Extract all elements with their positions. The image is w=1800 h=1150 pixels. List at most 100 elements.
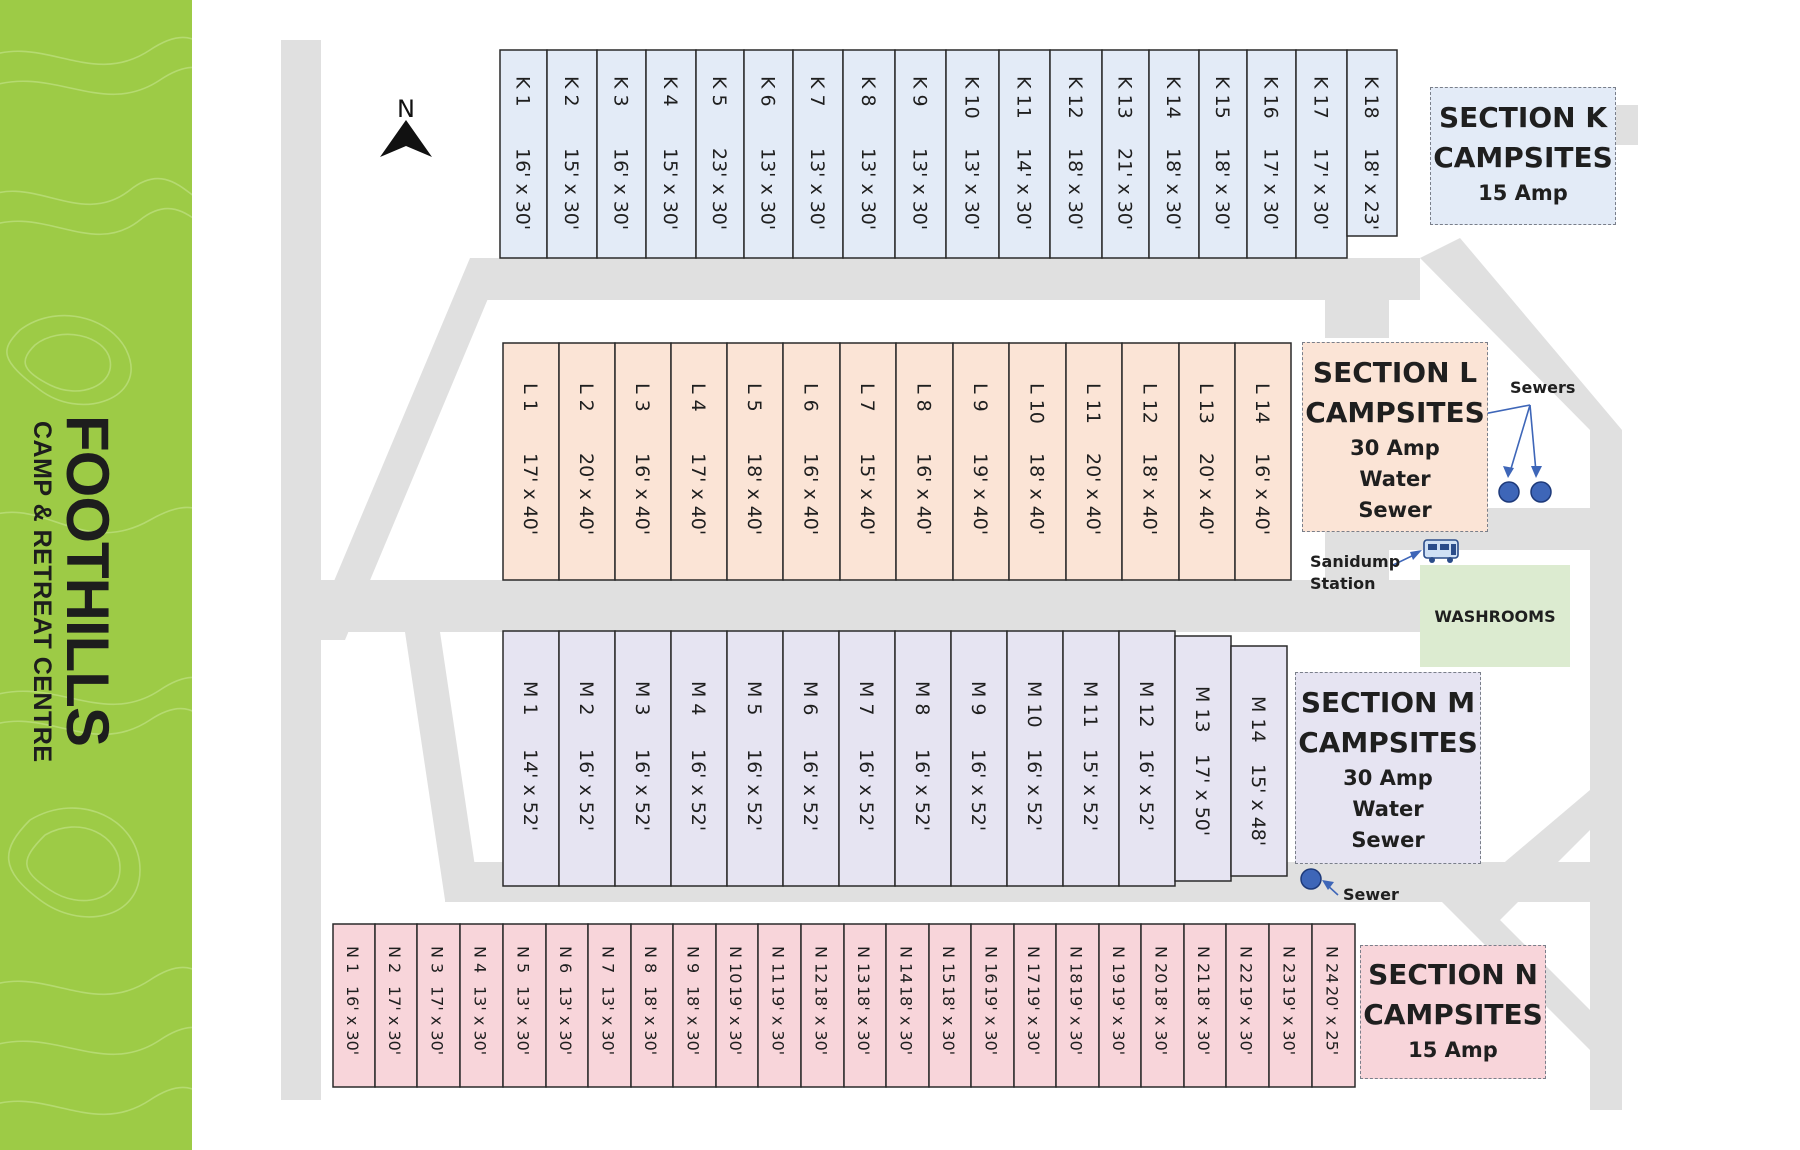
campsite-plot [1013,923,1057,1088]
campsite-id: N 4 [471,946,490,973]
campsite-plot [672,923,717,1088]
campsite-plot [1049,49,1103,259]
campsite-id: L 10 [1026,383,1048,424]
campsite-id: K 5 [708,76,730,107]
sewer-label: Sewer [1343,885,1399,904]
campsite-plot [630,923,674,1088]
campsite-plot [757,923,802,1088]
sewer-arrow-head-2 [1503,466,1514,478]
campsite-plot [670,630,728,887]
campsite-id: N 3 [428,946,447,973]
section-n-detail: 15 Amp [1408,1038,1498,1062]
campsite-id: M 14 [1247,696,1269,743]
campsite-size: 16' x 40' [1251,453,1273,535]
campsite-l11: L 11 20' x 40' [1065,342,1123,581]
campsite-plot [587,923,632,1088]
campsite-id: N 10 [726,946,745,983]
campsite-plot [1346,49,1398,237]
section-l-sites: L 117' x 40'L 220' x 40'L 316' x 40'L 41… [502,342,1292,581]
road-west [281,40,321,1100]
campsite-plot [970,923,1015,1088]
campsite-k9: K 913' x 30' [894,49,947,259]
campsite-size: 13' x 30' [514,986,533,1055]
sewer-arrow-line-3 [1529,404,1537,473]
campsite-plot [842,49,896,259]
campsite-plot [928,923,972,1088]
campsite-size: 19' x 30' [1280,986,1299,1055]
campsite-id: K 4 [659,76,681,107]
campsite-m7: M 716' x 52' [838,630,896,887]
campsite-id: L 11 [1082,383,1104,424]
campsite-size: 18' x 30' [1194,986,1213,1055]
campsite-m3: M 316' x 52' [614,630,672,887]
campsite-id: M 13 [1191,686,1213,733]
campsite-size: 19' x 30' [726,986,745,1055]
campsite-m5: M 516' x 52' [726,630,784,887]
campsite-id: L 12 [1139,383,1161,424]
section-k-detail: 15 Amp [1478,181,1568,205]
campsite-id: N 13 [854,946,873,983]
campsite-n9: N 918' x 30' [672,923,717,1088]
campsite-id: N 2 [385,946,404,973]
campsite-size: 20' x 40' [1082,453,1104,535]
campsite-plot [715,923,759,1088]
campsite-plot [1098,923,1142,1088]
campsite-k4: K 415' x 30' [645,49,697,259]
section-l-subtitle: CAMPSITES [1305,396,1485,429]
campsite-id: M 10 [1023,681,1045,728]
campsite-id: M 4 [687,681,709,716]
campsite-size: 18' x 40' [1139,453,1161,535]
section-k-title: SECTION K [1438,101,1608,134]
campsite-size: 21' x 30' [1114,148,1136,230]
campsite-size: 15' x 40' [856,453,878,535]
campsite-id: K 16 [1260,76,1282,119]
campsite-id: L 6 [800,383,822,412]
campsite-size: 18' x 30' [1162,148,1184,230]
campsite-id: L 9 [969,383,991,412]
rv-icon [1423,539,1459,563]
campsite-size: 19' x 30' [769,986,788,1055]
campsite-id: L 7 [856,383,878,412]
sewer-marker [1530,481,1552,503]
campsite-id: K 13 [1114,76,1136,119]
campsite-l6: L 616' x 40' [782,342,841,581]
sewer-markers [1300,404,1552,896]
campsite-id: M 2 [575,681,597,716]
campsite-id: N 17 [1024,946,1043,983]
campsite-l7: L 7 15' x 40' [839,342,897,581]
campsite-plot [1065,342,1123,581]
sanidump-arrow-head [1410,550,1422,560]
section-k-sites: K 116' x 30'K 215' x 30'K 316' x 30'K 41… [499,49,1398,259]
sewer-arrow-line-2 [1509,404,1531,473]
campsite-plot [998,49,1051,259]
section-n-title: SECTION N [1368,958,1538,991]
campsite-plot [1230,645,1288,877]
campsite-size: 20' x 40' [1195,453,1217,535]
campsite-n7: N 713' x 30' [587,923,632,1088]
campsite-k8: K 813' x 30' [842,49,896,259]
section-m-label: SECTION M CAMPSITES 30 Amp Water Sewer [1295,672,1481,864]
campsite-id: N 19 [1109,946,1128,983]
campsite-m4: M 416' x 52' [670,630,728,887]
campsite-size: 18' x 30' [641,986,660,1055]
campsite-size: 17' x 40' [687,453,709,535]
campsite-id: N 1 [343,946,362,973]
campsite-id: K 15 [1211,76,1233,119]
campsite-l2: L 220' x 40' [558,342,616,581]
campsite-k2: K 215' x 30' [546,49,598,259]
campsite-plot [1198,49,1248,259]
